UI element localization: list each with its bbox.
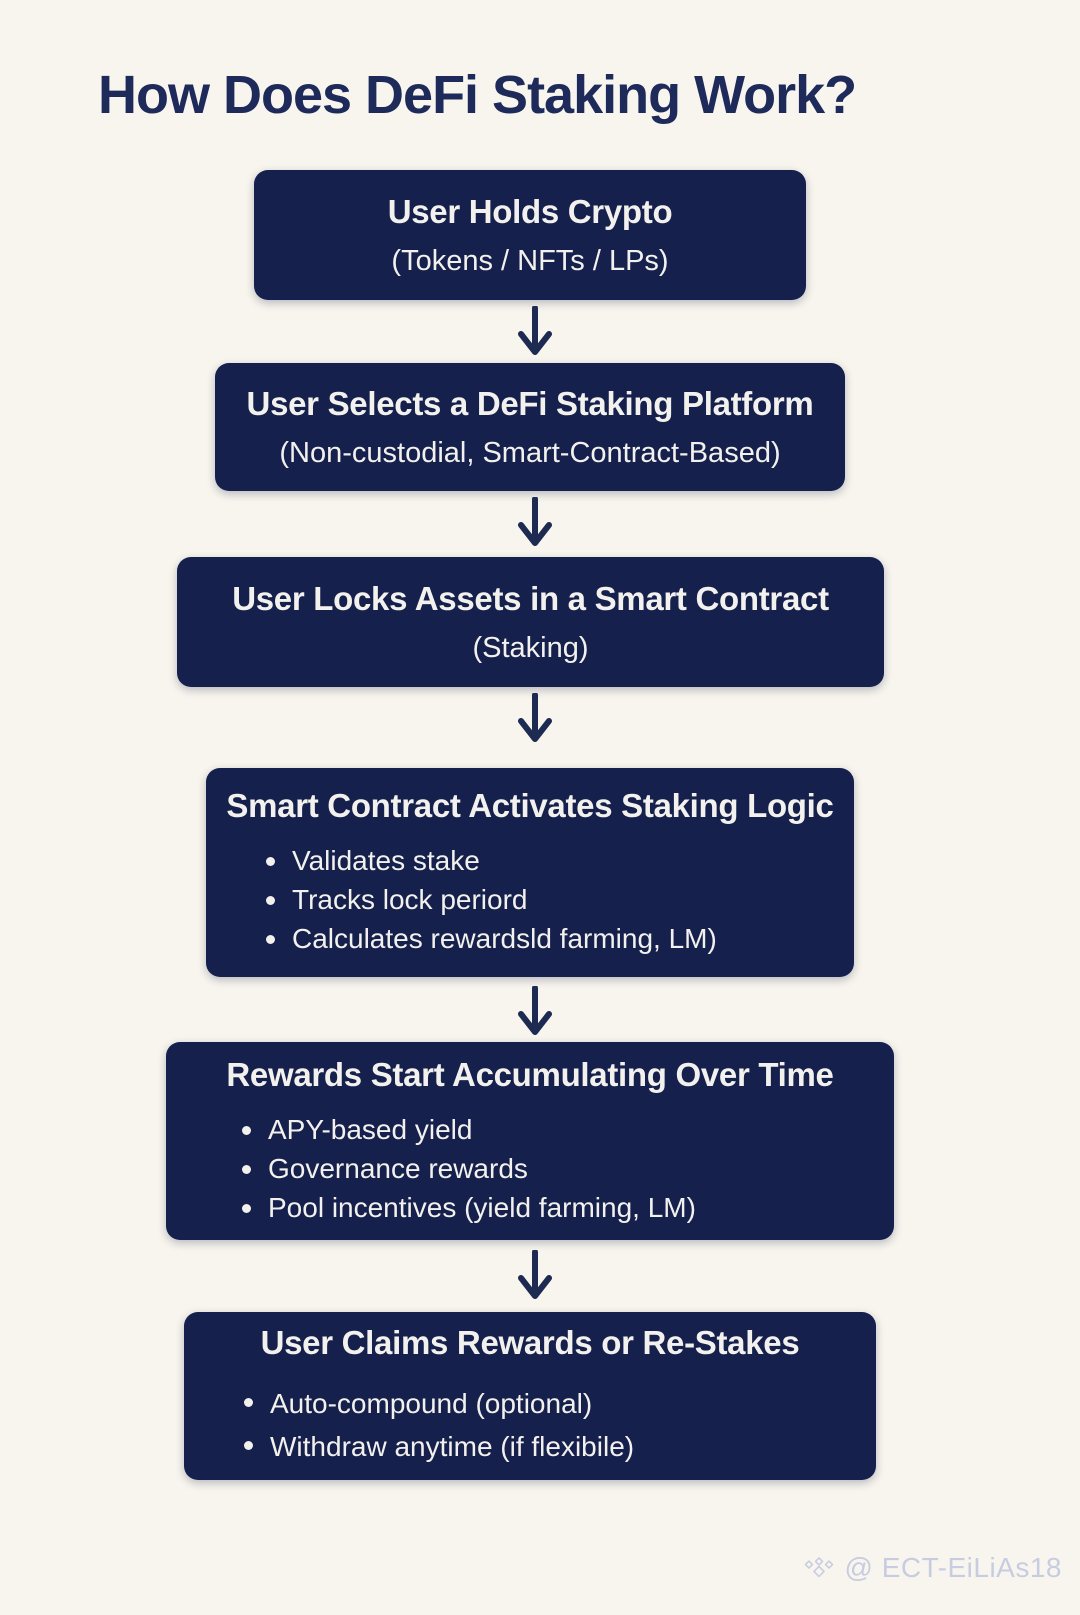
bullet-list: Validates stake Tracks lock periord Calc… [206,841,717,958]
bullet-list: Auto-compound (optional) Withdraw anytim… [184,1382,634,1468]
down-arrow-icon [513,986,557,1038]
diamond-cluster-icon [802,1553,836,1583]
watermark-text: @ ECT-EiLiAs18 [844,1552,1062,1583]
step-box-user-holds-crypto: User Holds Crypto (Tokens / NFTs / LPs) [254,170,806,300]
step-subtitle: (Non-custodial, Smart-Contract-Based) [279,436,781,469]
bullet-item: Withdraw anytime (if flexibile) [236,1425,634,1468]
step-title: User Claims Rewards or Re-Stakes [260,1324,800,1361]
bullet-item: Validates stake [258,841,717,880]
step-box-staking-logic: Smart Contract Activates Staking Logic V… [206,768,854,977]
bullet-item: Pool incentives (yield farming, LM) [234,1188,696,1227]
down-arrow-icon [513,1250,557,1302]
step-subtitle: (Staking) [472,631,589,664]
down-arrow-icon [513,306,557,358]
bullet-item: APY-based yield [234,1110,696,1149]
step-box-lock-assets: User Locks Assets in a Smart Contract (S… [177,557,884,687]
step-box-select-platform: User Selects a DeFi Staking Platform (No… [215,363,845,491]
down-arrow-icon [513,693,557,745]
step-box-claim-or-restake: User Claims Rewards or Re-Stakes Auto-co… [184,1312,876,1480]
bullet-item: Auto-compound (optional) [236,1382,634,1425]
step-subtitle: (Tokens / NFTs / LPs) [391,244,669,277]
step-title: Rewards Start Accumulating Over Time [226,1055,834,1093]
bullet-item: Governance rewards [234,1149,696,1188]
bullet-item: Calculates rewardsld farming, LM) [258,919,717,958]
bullet-list: APY-based yield Governance rewards Pool … [166,1110,696,1227]
watermark: @ ECT-EiLiAs18 [802,1552,1063,1584]
bullet-item: Tracks lock periord [258,880,717,919]
step-title: Smart Contract Activates Staking Logic [226,787,834,824]
step-title: User Selects a DeFi Staking Platform [246,384,814,422]
step-box-rewards-accumulate: Rewards Start Accumulating Over Time APY… [166,1042,894,1240]
down-arrow-icon [513,497,557,549]
step-title: User Locks Assets in a Smart Contract [232,579,829,617]
page-title: How Does DeFi Staking Work? [98,65,857,125]
step-title: User Holds Crypto [387,192,673,230]
